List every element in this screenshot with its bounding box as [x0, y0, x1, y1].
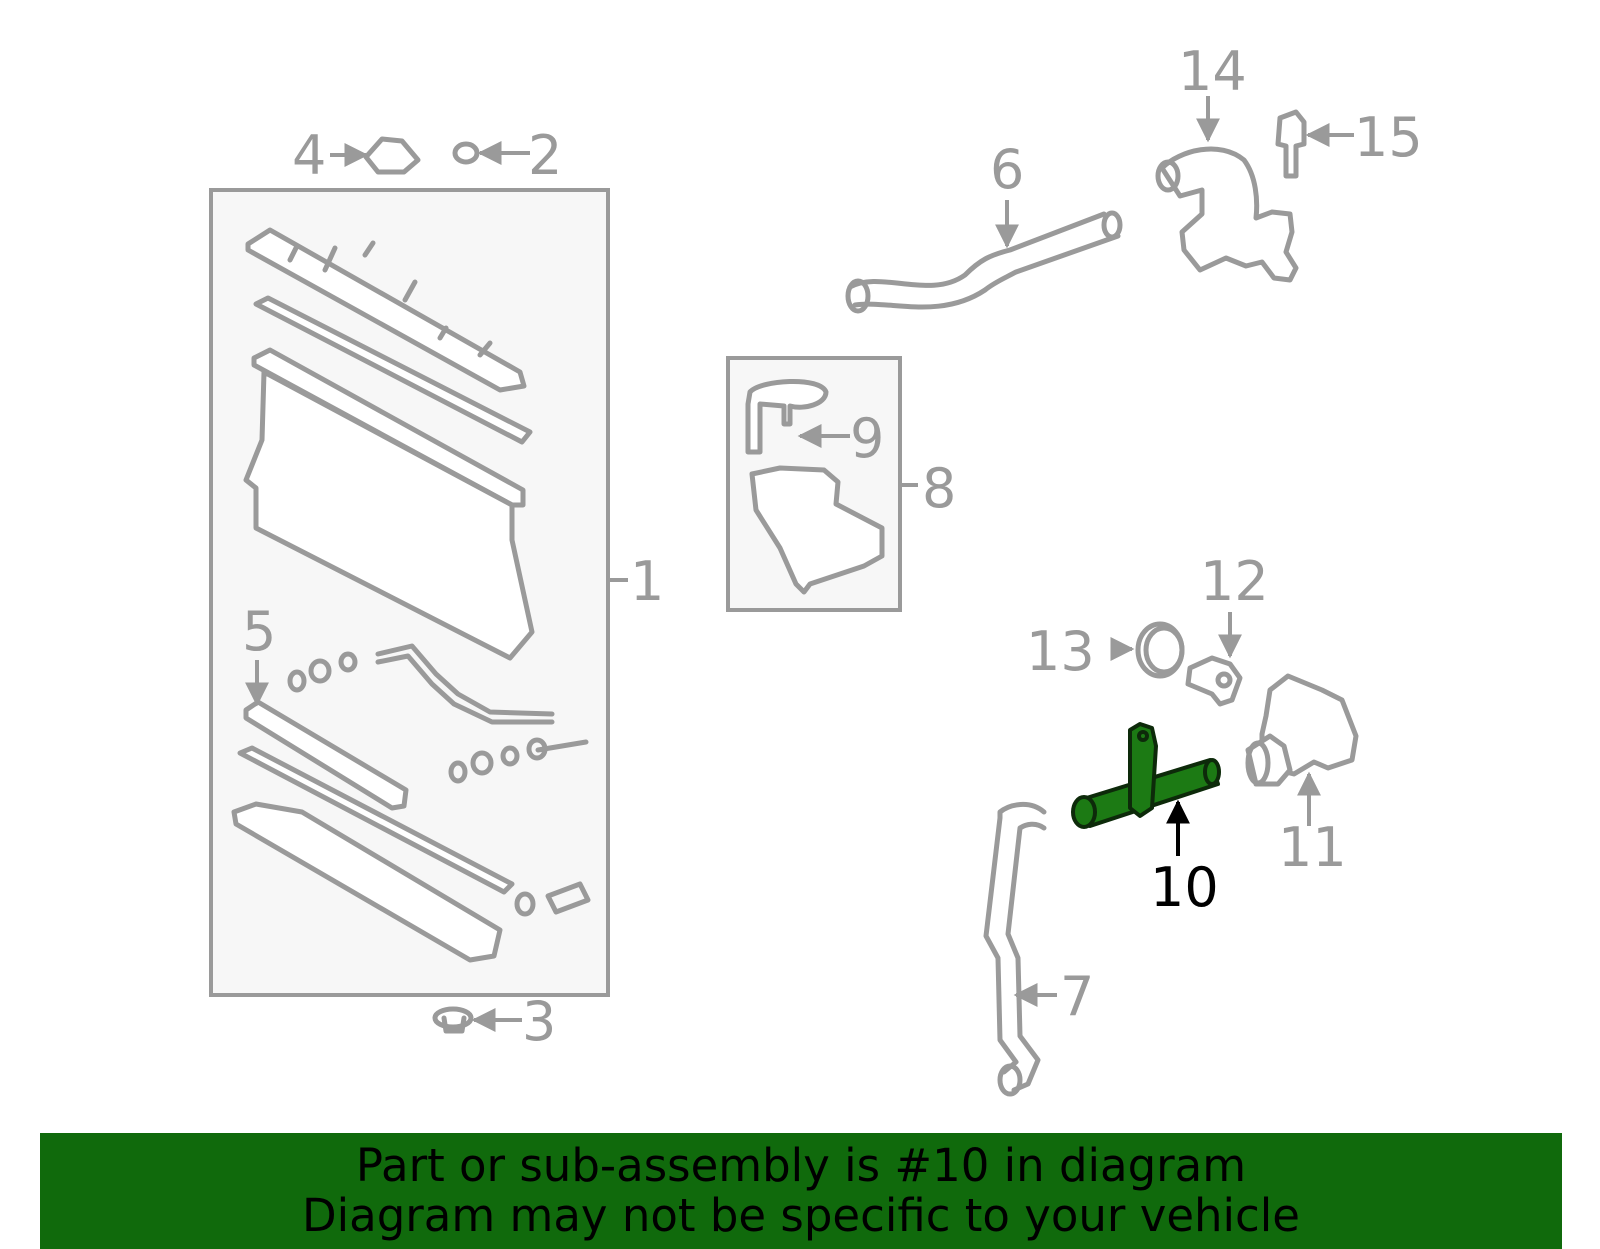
clip-part-2 — [452, 141, 480, 165]
upper-hose — [845, 210, 1123, 314]
label-15: 15 — [1354, 106, 1423, 169]
grommet-part-3 — [432, 1006, 474, 1034]
banner-line-1: Part or sub-assembly is #10 in diagram — [355, 1139, 1247, 1192]
gasket-part-13 — [1135, 621, 1185, 679]
label-5: 5 — [242, 600, 276, 663]
label-13: 13 — [1026, 620, 1095, 683]
thermostat-part-12 — [1185, 655, 1243, 707]
label-12: 12 — [1200, 550, 1269, 613]
water-pipe-part-10 — [1071, 722, 1221, 829]
bolt-part-15 — [1275, 109, 1307, 179]
label-10: 10 — [1150, 856, 1219, 919]
label-6: 6 — [990, 138, 1024, 201]
label-14: 14 — [1178, 40, 1247, 103]
radiator-cap — [363, 136, 421, 175]
radiator-assembly — [209, 188, 610, 997]
water-outlet — [1155, 146, 1299, 283]
banner-line-2: Diagram may not be specific to your vehi… — [302, 1189, 1300, 1242]
thermostat-housing-part-11 — [1245, 673, 1359, 787]
info-banner: Part or sub-assembly is #10 in diagram D… — [40, 1133, 1562, 1249]
label-8: 8 — [922, 457, 956, 520]
label-4: 4 — [292, 124, 326, 187]
lower-hose — [983, 802, 1047, 1097]
label-9: 9 — [850, 407, 884, 470]
label-2: 2 — [528, 124, 562, 187]
callout-labels: 1 2 3 4 5 6 7 8 9 10 11 12 13 14 15 — [242, 40, 1423, 1053]
parts-diagram: 1 2 3 4 5 6 7 8 9 10 11 12 13 14 15 — [209, 40, 1423, 1097]
label-1: 1 — [630, 550, 664, 613]
leader-lines — [245, 96, 1354, 1032]
reservoir-assembly — [726, 356, 902, 612]
label-11: 11 — [1278, 816, 1347, 879]
label-7: 7 — [1060, 965, 1094, 1028]
label-3: 3 — [522, 990, 556, 1053]
